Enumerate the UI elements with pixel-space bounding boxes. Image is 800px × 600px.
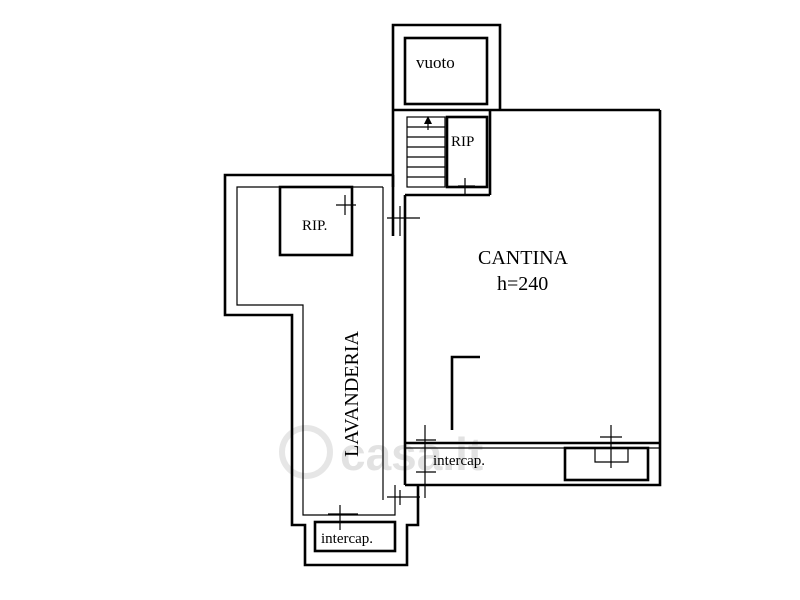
stairs [406, 116, 446, 188]
label-cantina-height: h=240 [497, 273, 548, 295]
label-intercap-mid: intercap. [433, 453, 485, 469]
top-block [391, 23, 660, 194]
corner-bench [563, 446, 650, 482]
intercap-box-bottom [313, 520, 397, 553]
rip-closet-top [445, 115, 489, 189]
vuoto-box [403, 36, 489, 106]
watermark-text: casa.it [340, 428, 483, 480]
label-vuoto: vuoto [416, 53, 455, 72]
lavanderia-room [223, 173, 420, 567]
label-rip-left: RIP. [302, 218, 327, 234]
cantina-room [403, 110, 662, 498]
watermark: casa.it [279, 425, 483, 480]
stair-arrow-icon [424, 116, 432, 124]
label-lavanderia: LAVANDERIA [341, 331, 363, 457]
label-intercap-bottom: intercap. [321, 531, 373, 547]
rip-closet-left [278, 185, 354, 257]
label-rip-top: RIP [451, 134, 474, 150]
label-cantina: CANTINA [478, 247, 569, 269]
